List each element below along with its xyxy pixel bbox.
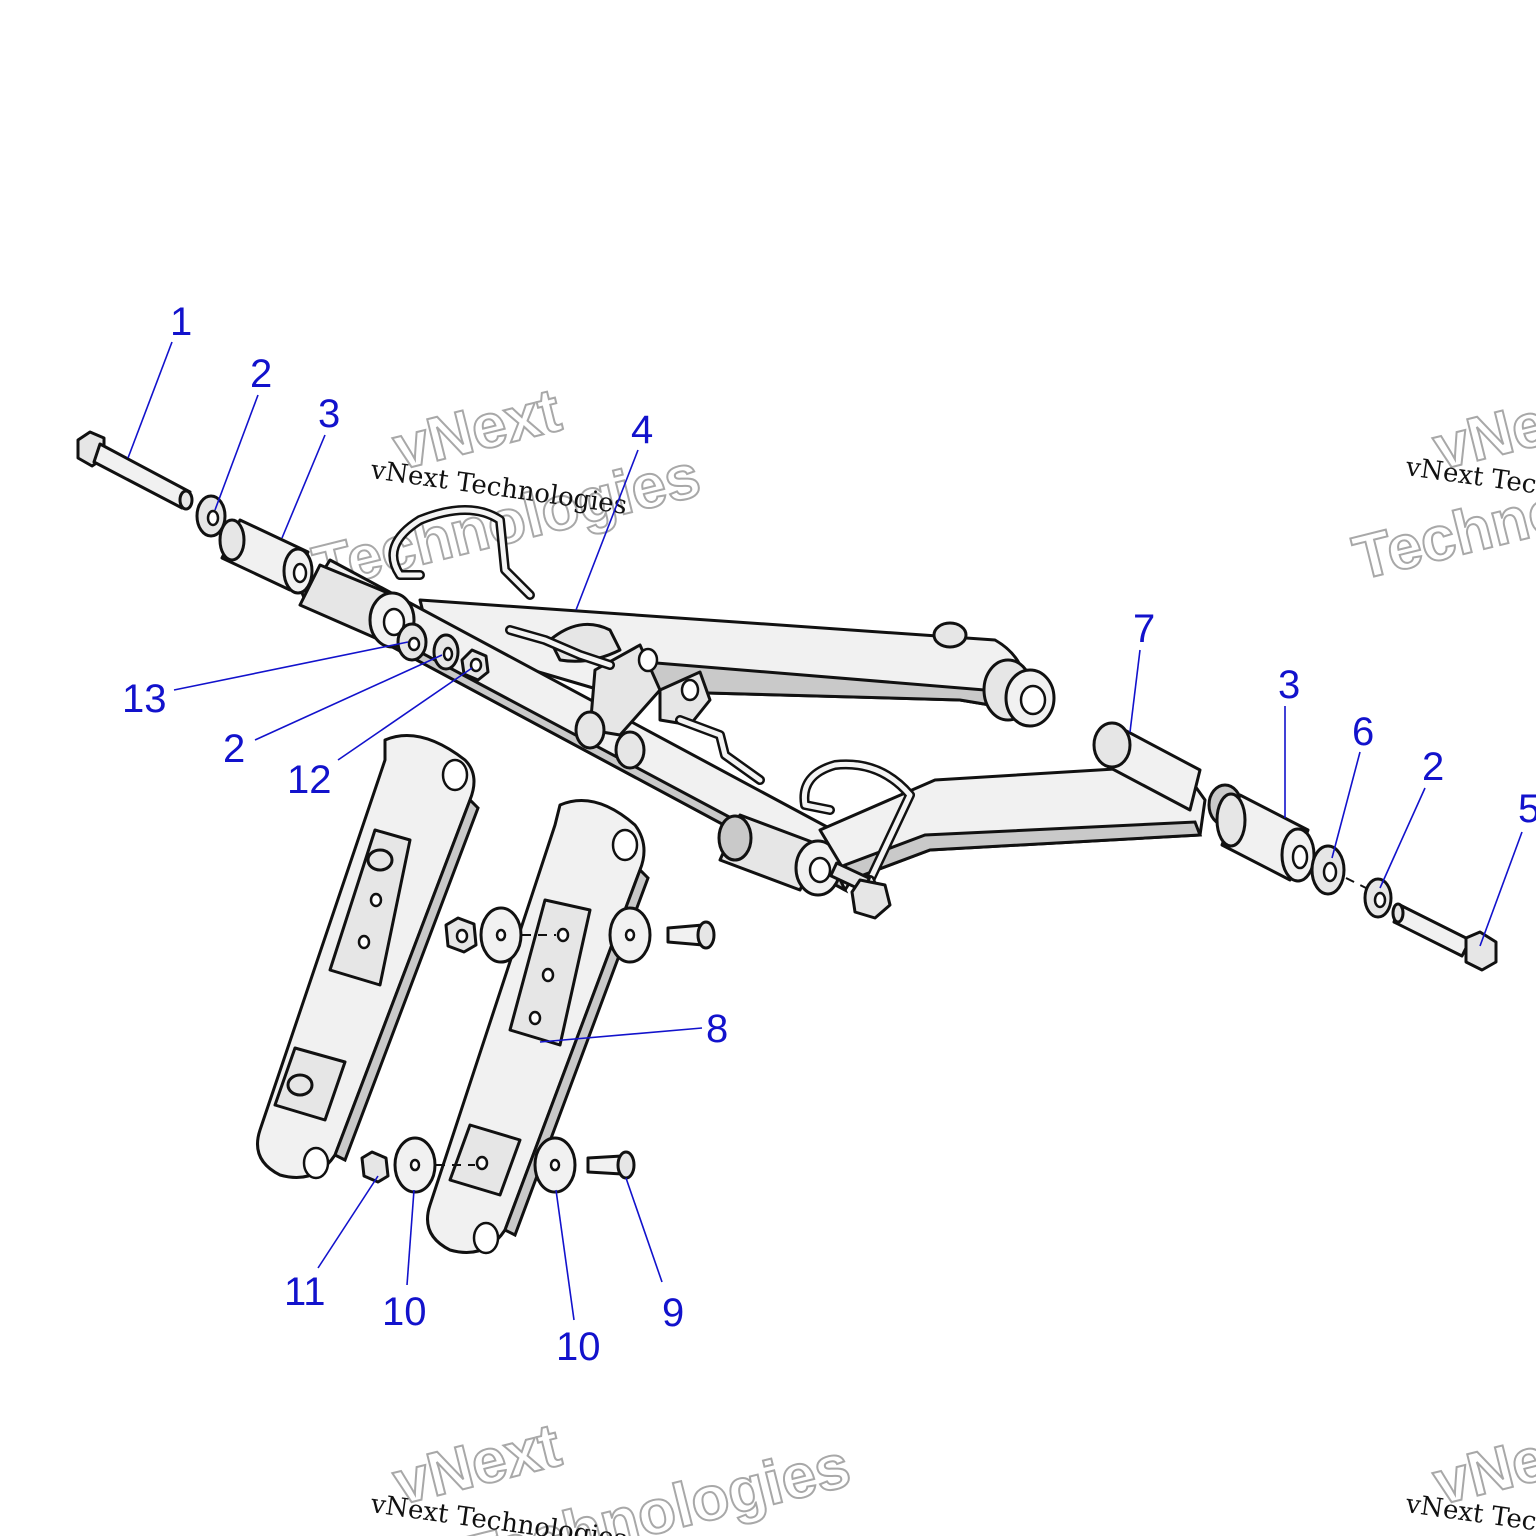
- callout-1: 1: [170, 300, 192, 344]
- washer-2-mid: [432, 633, 460, 671]
- callout-11: 11: [284, 1270, 326, 1314]
- callout-3-bushing-left: 3: [318, 392, 340, 436]
- link-strap-left: [256, 734, 480, 1180]
- watermark-bottom-center: vNext Technologies vNext Technologies: [368, 1410, 858, 1536]
- watermark-bottom-right: vNext vNext Technologies: [1403, 1410, 1536, 1536]
- upper-arm-end-bushing: [982, 658, 1056, 728]
- callout-10-left: 10: [382, 1290, 427, 1334]
- callout-13: 13: [122, 677, 167, 721]
- callout-12: 12: [287, 758, 332, 802]
- callout-10-right: 10: [556, 1325, 601, 1369]
- washer-2-right: [1363, 877, 1393, 919]
- link-strap-right: [426, 799, 650, 1255]
- washer-13: [396, 622, 428, 662]
- callout-4: 4: [631, 408, 653, 452]
- bolt-5: [1391, 902, 1498, 972]
- callout-3-bushing-right: 3: [1278, 663, 1300, 707]
- callout-2-washer-left: 2: [250, 352, 272, 396]
- callout-2-washer-mid: 2: [223, 727, 245, 771]
- bushing-left: [218, 518, 314, 595]
- pivot-bolt-nut: [829, 861, 892, 920]
- bolt-left: [76, 430, 194, 511]
- leader-lines: [127, 341, 1523, 1321]
- callout-7: 7: [1133, 607, 1155, 651]
- callout-8: 8: [706, 1007, 728, 1051]
- callout-2-washer-right: 2: [1422, 745, 1444, 789]
- upper-fastener-set: [444, 906, 716, 964]
- washer-left: [195, 494, 227, 538]
- watermark-top-right: vNext Technologies vNext Technologies: [1346, 375, 1536, 595]
- callout-6: 6: [1352, 710, 1374, 754]
- callout-labels: 1 2 3 4 13 2 12 7 3 6 2 5 8 11 10 10 9: [122, 300, 1536, 1369]
- nut-12: [460, 648, 490, 682]
- callout-5: 5: [1518, 787, 1536, 831]
- callout-9: 9: [662, 1291, 684, 1335]
- lower-fastener-set: [360, 1136, 636, 1194]
- bushing-right: [1215, 792, 1316, 883]
- washer-6: [1310, 844, 1346, 896]
